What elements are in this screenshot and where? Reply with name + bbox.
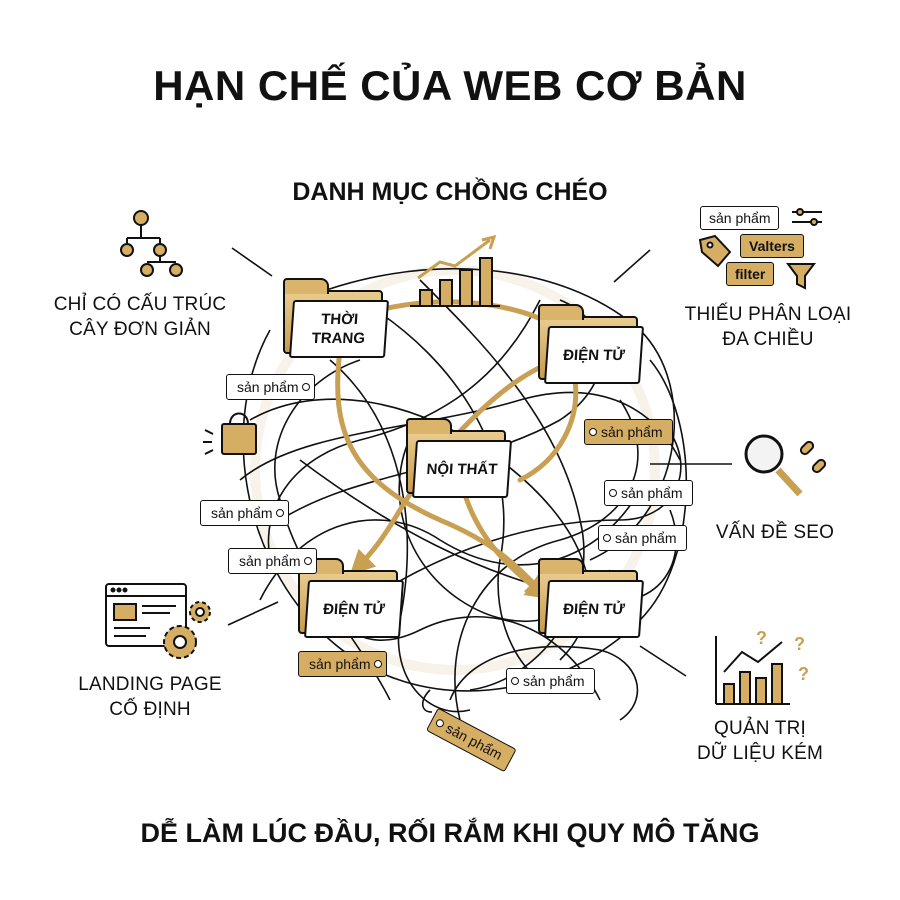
broken-chart-icon — [715, 636, 790, 705]
gears-icon — [163, 601, 211, 659]
bar-chart-up-icon — [410, 234, 500, 307]
footer-caption: DỄ LÀM LÚC ĐẦU, RỐI RẮM KHI QUY MÔ TĂNG — [140, 818, 760, 848]
funnel-icon — [786, 263, 816, 290]
data-management-label: QUẢN TRỊ DỮ LIỆU KÉM — [696, 718, 824, 764]
svg-text:?: ? — [798, 664, 809, 684]
seo-label: VẤN ĐỀ SEO — [715, 522, 835, 543]
product-tag[interactable]: sản phẩm — [506, 668, 596, 694]
filter-tag-filter: filter — [726, 262, 775, 286]
product-tag[interactable]: sản phẩm — [200, 500, 290, 526]
price-tag-icon — [698, 234, 732, 268]
landing-label: LANDING PAGE CỐ ĐỊNH — [78, 674, 222, 720]
svg-text:?: ? — [756, 628, 767, 648]
diagram-subtitle: DANH MỤC CHỒNG CHÉO — [292, 178, 608, 206]
magnifier-icon — [744, 434, 803, 497]
folder-dien-tu-left[interactable]: ĐIỆN TỬ — [298, 558, 405, 638]
sliders-icon — [792, 208, 822, 226]
classify-connector-line — [613, 249, 651, 283]
filter-tag-product: sản phẩm — [700, 206, 780, 230]
landing-connector-line — [227, 601, 279, 626]
product-tag[interactable]: sản phẩm — [228, 548, 318, 574]
tree-connector-line — [231, 247, 273, 277]
question-mark-icon: ? ? ? — [756, 628, 809, 684]
folder-dien-tu-right[interactable]: ĐIỆN TỬ — [538, 558, 645, 638]
hierarchy-icon — [120, 210, 183, 277]
filter-tag-valters: Valters — [740, 234, 804, 258]
product-tag[interactable]: sản phẩm — [604, 480, 694, 506]
page-title: HẠN CHẾ CỦA WEB CƠ BẢN — [153, 62, 747, 109]
broken-link-icon — [799, 440, 827, 474]
hanging-tag-string — [421, 689, 433, 713]
landing-page-icon — [105, 583, 187, 647]
product-tag[interactable]: sản phẩm — [584, 419, 674, 445]
product-tag[interactable]: sản phẩm — [598, 525, 688, 551]
svg-text:?: ? — [794, 634, 805, 654]
classify-label: THIẾU PHÂN LOẠI ĐA CHIỀU — [684, 304, 852, 350]
product-tag[interactable]: sản phẩm — [226, 374, 316, 400]
tree-structure-label: CHỈ CÓ CẤU TRÚC CÂY ĐƠN GIẢN — [53, 294, 227, 340]
folder-noi-that[interactable]: NỘI THẤT — [406, 418, 513, 498]
product-tag[interactable]: sản phẩm — [298, 651, 388, 677]
data-connector-line — [639, 645, 687, 677]
folder-dien-tu-top[interactable]: ĐIỆN TỬ — [538, 304, 645, 384]
shopping-bag-icon — [203, 412, 257, 455]
